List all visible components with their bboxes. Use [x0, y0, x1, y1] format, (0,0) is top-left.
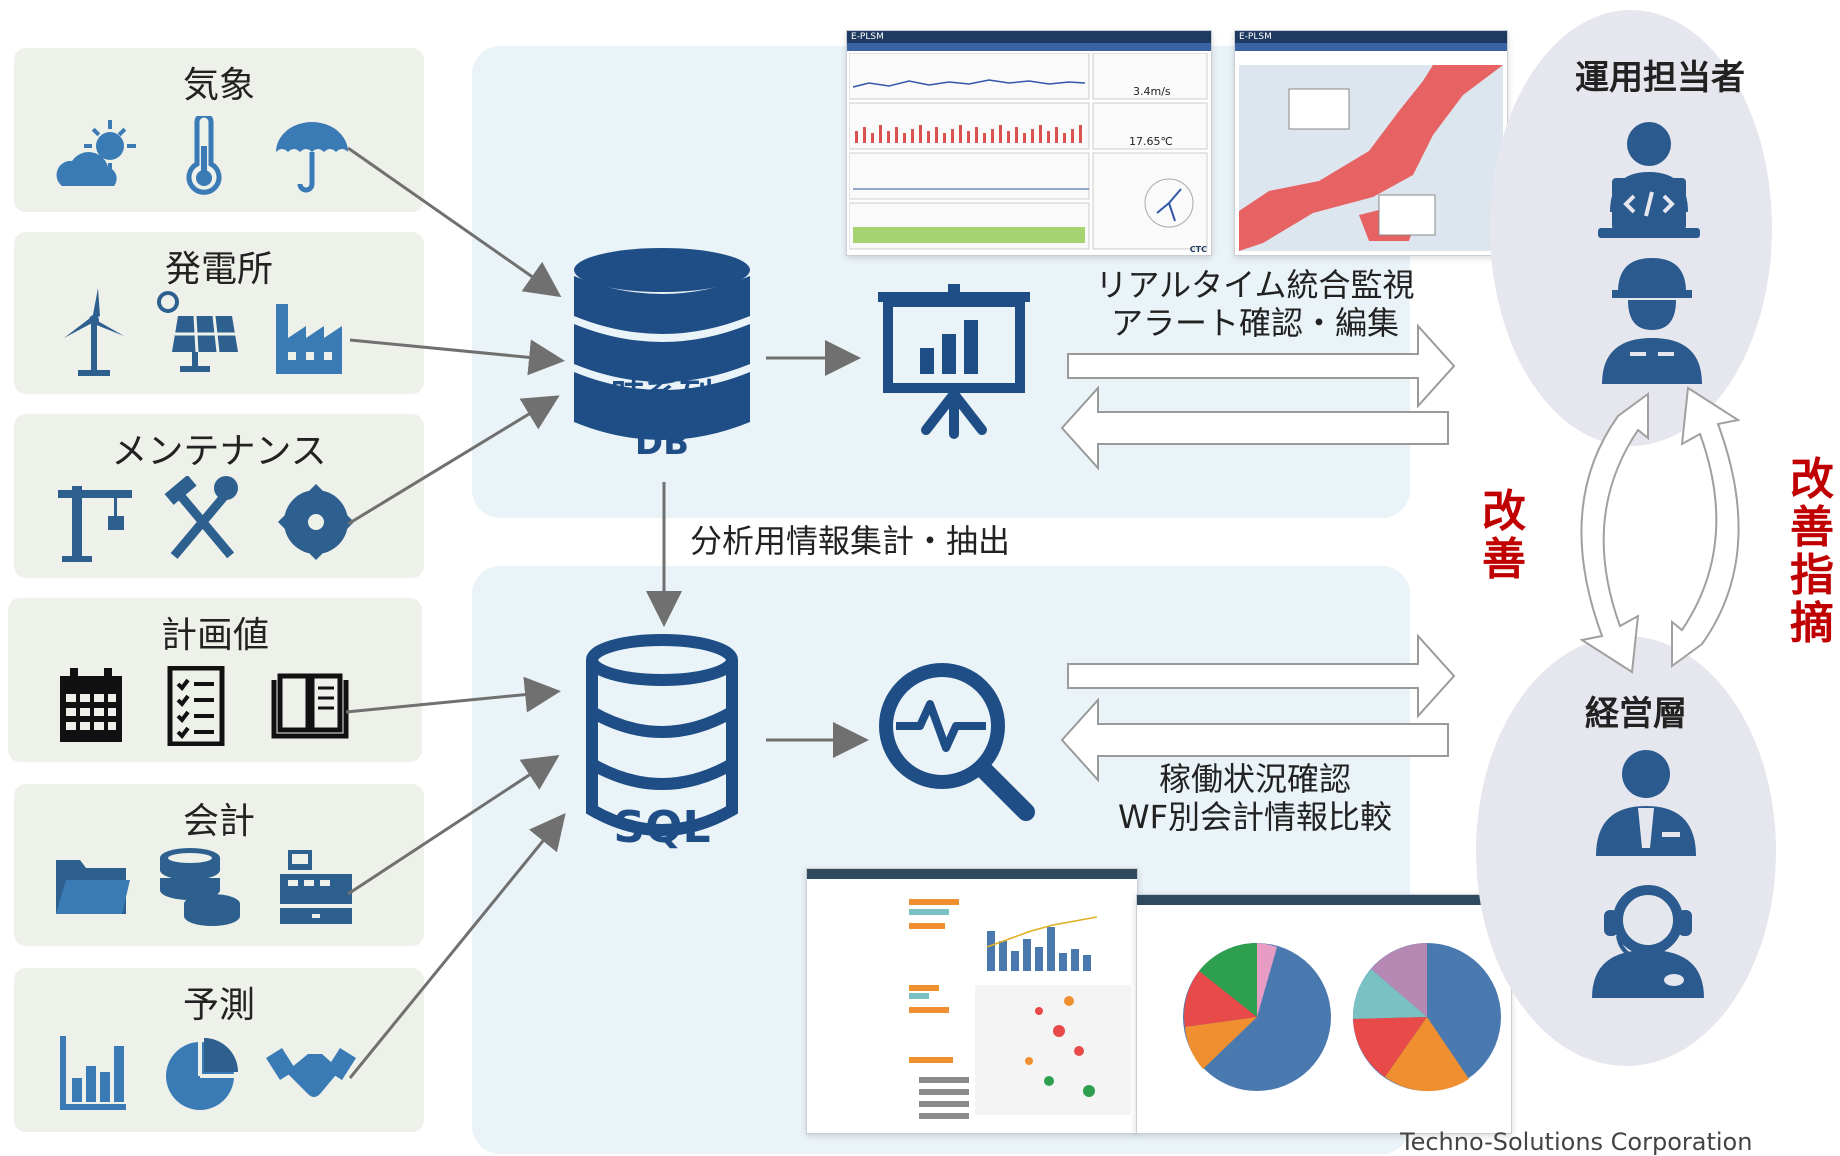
instruct-char: 指 [1790, 550, 1834, 601]
improve-char: 改 [1482, 486, 1526, 537]
developer-person-icon [1598, 122, 1700, 238]
analysis-magnifier-icon [879, 663, 1035, 821]
calendar-icon [60, 668, 122, 742]
operator-title: 運用担当者 [1575, 58, 1745, 98]
instruct-char: 摘 [1790, 598, 1834, 649]
source-box-plant: 発電所 [14, 232, 424, 394]
checklist-icon [167, 666, 225, 746]
dashboard-charts [849, 53, 1208, 250]
cash-register-icon [280, 850, 352, 924]
alarm-pie-charts [1183, 943, 1501, 1092]
sun-cloud-icon [56, 120, 136, 186]
analysis-label-line2: WF別会計情報比較 [1117, 798, 1393, 836]
book-icon [271, 673, 349, 739]
source-title: 予測 [182, 985, 255, 1026]
extract-label: 分析用情報集計・抽出 [690, 522, 1011, 560]
production-charts [909, 899, 1131, 1119]
footer-credit: Techno-Solutions Corporation [1400, 1128, 1753, 1156]
instruct-char: 善 [1790, 502, 1834, 553]
source-box-forecast: 予測 [14, 968, 424, 1132]
source-box-plan: 計画値 [8, 598, 422, 762]
sql-database-icon [586, 634, 738, 836]
source-title: 気象 [182, 65, 255, 106]
monitor-label-line2: アラート確認・編集 [1110, 304, 1399, 342]
source-title: 計画値 [160, 615, 269, 656]
database-icon [574, 248, 750, 440]
saw-blade-icon [278, 484, 354, 560]
production-screenshot [806, 868, 1138, 1134]
analysis-label-line1: 稼働状況確認 [1158, 760, 1351, 798]
improve-char: 善 [1482, 534, 1526, 585]
improve-label: 改 善 [1478, 488, 1530, 584]
wind-turbine-icon [64, 288, 124, 376]
manager-person-icon [1596, 750, 1696, 856]
monitor-label: リアルタイム統合監視 アラート確認・編集 [1090, 266, 1420, 342]
source-title: メンテナンス [111, 431, 327, 472]
improvement-instruction-label: 改 善 指 摘 [1786, 456, 1838, 648]
map-screenshot: E-PLSM [1234, 30, 1508, 256]
crane-icon [58, 486, 132, 562]
folder-icon [56, 860, 130, 914]
support-person-icon [1592, 885, 1704, 998]
factory-icon [276, 304, 342, 374]
instruct-char: 改 [1790, 454, 1834, 505]
wind-speed-value: 3.4m/s [1133, 85, 1171, 98]
screenshot-footer-logo: CTC [1189, 245, 1207, 254]
analysis-label: 稼働状況確認 WF別会計情報比較 [1090, 760, 1420, 836]
handshake-icon [266, 1048, 356, 1097]
umbrella-icon [276, 122, 348, 193]
dashboard-screenshot: E-PLSM 3.4m/s 17.65℃ CTC [846, 30, 1212, 256]
source-title: 会計 [182, 801, 255, 842]
source-title: 発電所 [164, 249, 273, 290]
thermometer-icon [186, 116, 222, 195]
management-title: 経営層 [1585, 694, 1687, 734]
db-label-line1: 時系列 [611, 377, 713, 417]
bar-chart-icon [60, 1036, 126, 1110]
monitor-label-line1: リアルタイム統合監視 [1095, 266, 1415, 304]
source-box-maintenance: メンテナンス [14, 414, 424, 578]
solar-panel-icon [157, 291, 238, 372]
screenshot-app-title: E-PLSM [847, 31, 1211, 43]
alarm-analysis-screenshot [1136, 894, 1512, 1134]
source-box-accounting: 会計 [14, 784, 424, 946]
presentation-board-icon [878, 284, 1030, 439]
source-box-weather: 気象 [14, 48, 424, 212]
coins-icon [160, 848, 240, 926]
alert-map [1239, 65, 1503, 251]
screenshot-app-title: E-PLSM [1235, 31, 1507, 43]
sql-label: SQL [613, 802, 711, 853]
db-label-line2: DB [634, 423, 690, 463]
pie-chart-icon [166, 1038, 238, 1110]
worker-person-icon [1602, 258, 1702, 384]
temperature-value: 17.65℃ [1129, 135, 1173, 148]
db-label: 時系列 DB [572, 374, 752, 466]
improvement-cycle-arrows [1579, 386, 1741, 674]
hammer-wrench-icon [164, 476, 238, 559]
